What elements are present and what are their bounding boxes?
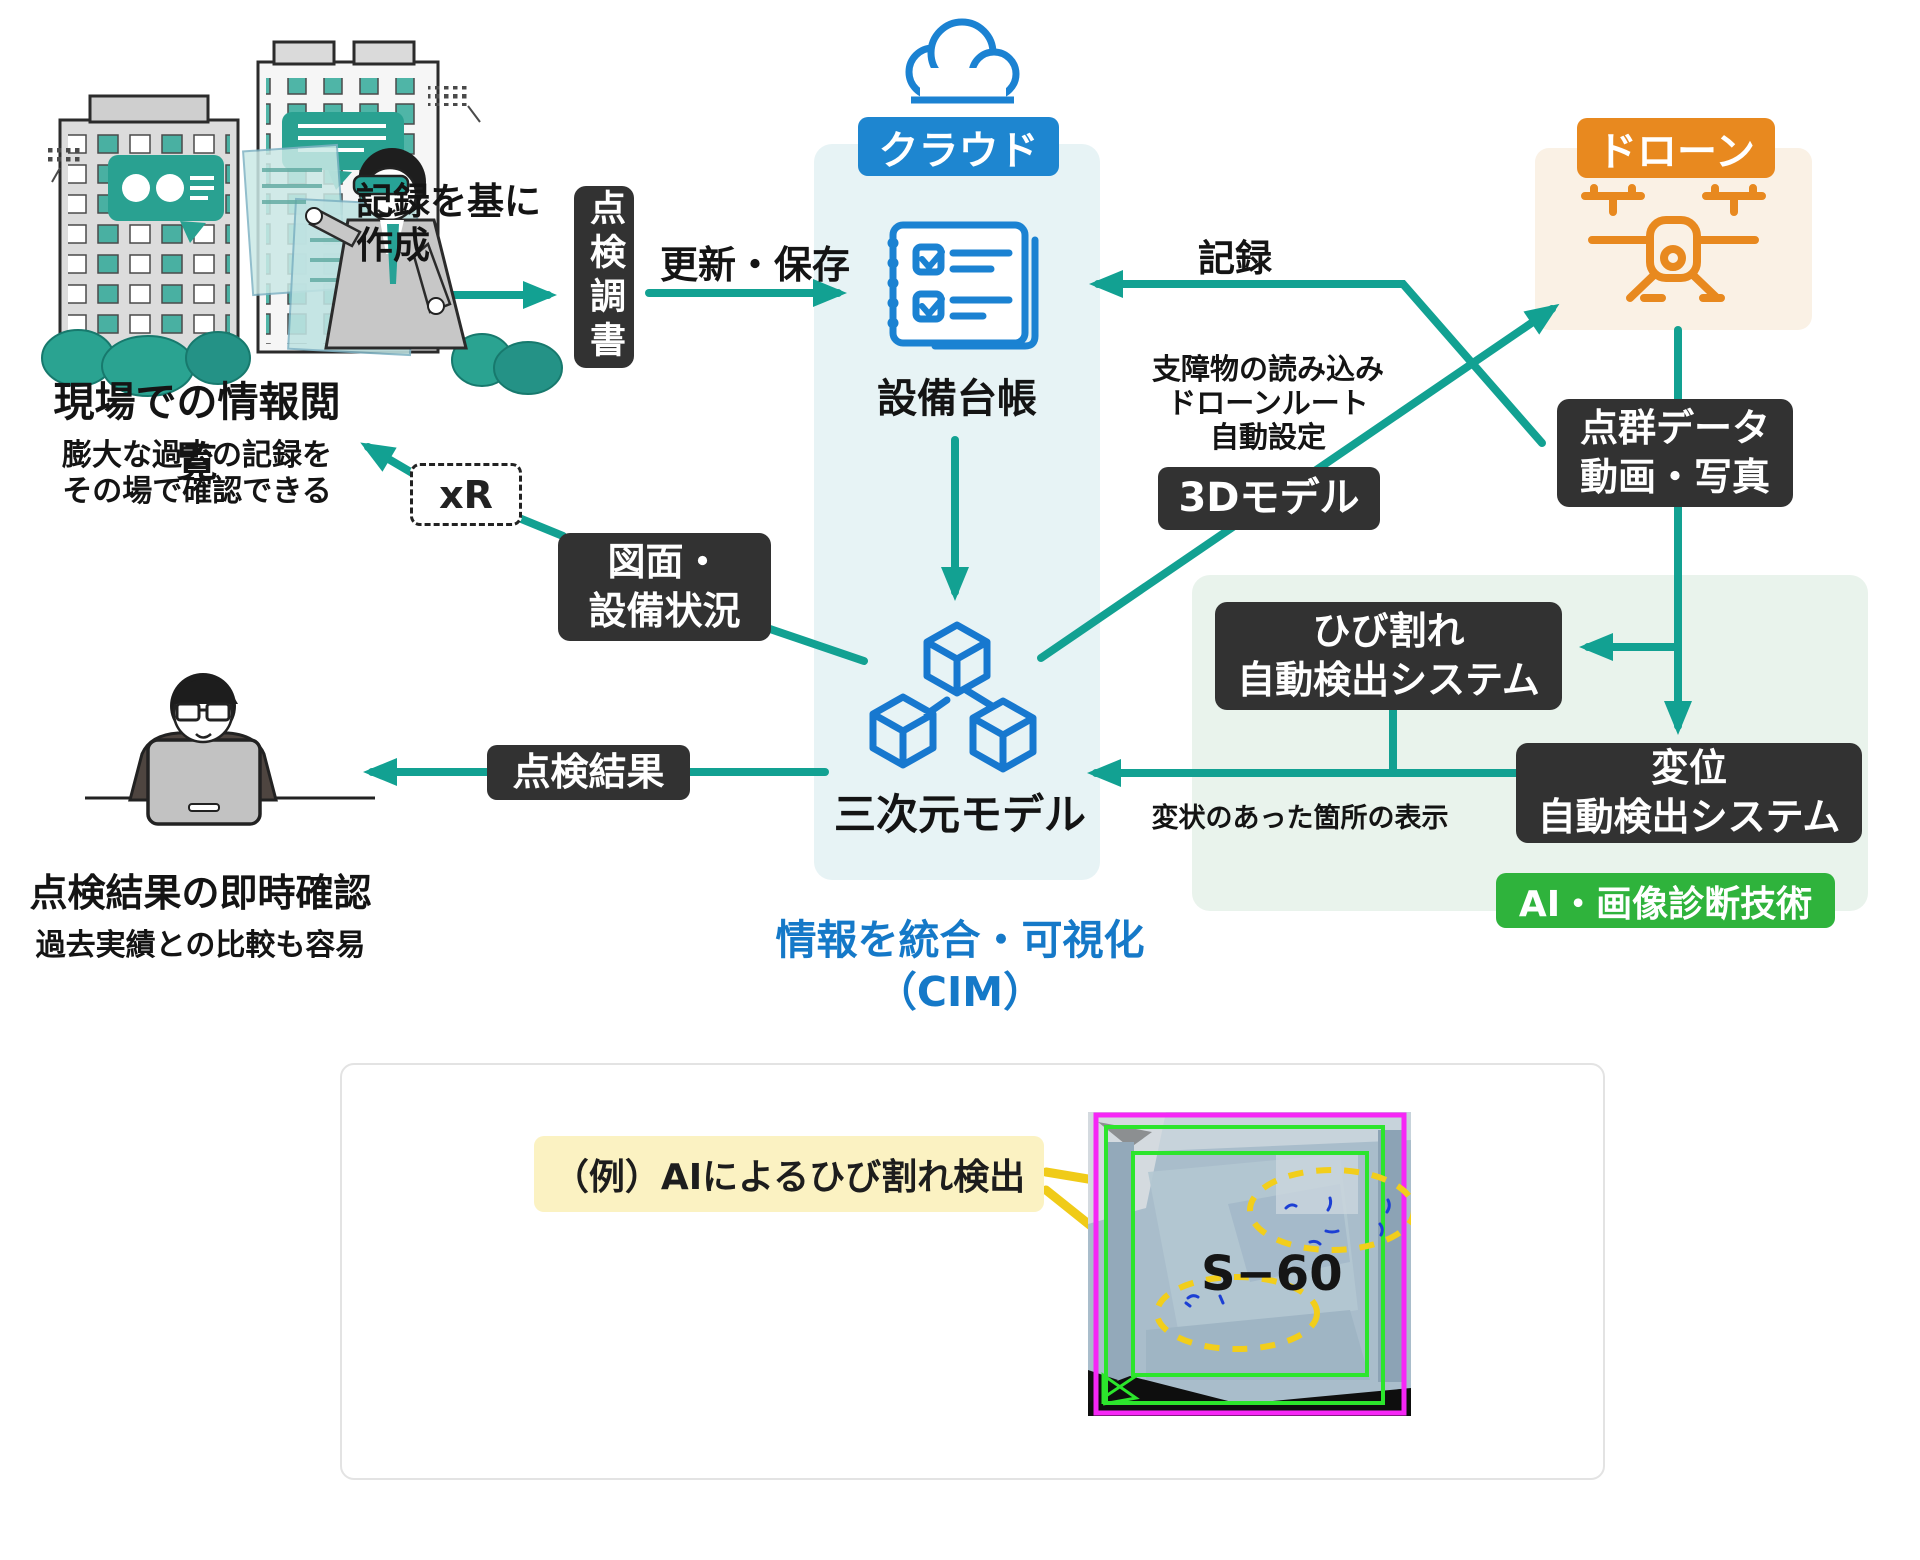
line-drawing-to-model xyxy=(766,625,868,665)
glasses-icon xyxy=(175,702,201,722)
crack-marks xyxy=(1184,1196,1391,1308)
drawing-status-box: 図面・ 設備状況 xyxy=(558,533,771,641)
cim-label: （CIM） xyxy=(875,968,1045,1016)
photo-green-frame-outer xyxy=(1104,1125,1385,1405)
route-line3: 自動設定 xyxy=(1209,420,1326,455)
crack-detection-photo: S−60 xyxy=(1088,1112,1411,1416)
inspection-report-box: 点検調書 xyxy=(574,186,634,368)
example-caption-label: （例）AIによるひび割れ検出 xyxy=(534,1136,1044,1212)
update-save-label: 更新・保存 xyxy=(660,243,851,287)
drawing-line2: 設備状況 xyxy=(588,589,741,633)
drawing-line1: 図面・ xyxy=(607,540,722,585)
cloud-badge: クラウド xyxy=(858,117,1059,176)
route-line1: 支障物の読み込み xyxy=(1151,352,1384,386)
photo-green-frame-inner xyxy=(1131,1151,1369,1377)
record-label: 記録 xyxy=(1198,237,1272,280)
photo-shadow-region xyxy=(1088,1376,1411,1416)
arrow-record-to-ledger xyxy=(1089,270,1546,447)
site-sub1: 膨大な過去の記録を xyxy=(62,438,332,473)
crack-detection-box: ひび割れ 自動検出システム xyxy=(1215,602,1562,710)
cubes-3d-icon xyxy=(869,621,1037,773)
anomaly-display-label: 変状のあった箇所の表示 xyxy=(1151,803,1449,834)
drone-badge: ドローン xyxy=(1577,118,1775,178)
result-heading: 点検結果の即時確認 xyxy=(29,871,372,915)
photo-code-label: S−60 xyxy=(1201,1246,1343,1302)
detection-ellipse-upper xyxy=(1247,1167,1411,1253)
ledger-label: 設備台帳 xyxy=(877,376,1037,422)
laptop-user-illustration xyxy=(85,673,375,826)
dot-matrix-icon xyxy=(46,146,84,166)
site-illustration xyxy=(41,40,563,397)
displacement-detection-box: 変位 自動検出システム xyxy=(1516,743,1862,843)
ai-tech-badge: AI・画像診断技術 xyxy=(1496,873,1835,928)
create-from-records-label: 記録を基に 作成 xyxy=(356,180,541,269)
dot-matrix-icon xyxy=(428,86,470,106)
drone-icon xyxy=(1581,184,1766,302)
site-heading: 現場での情報閲覧 xyxy=(53,378,341,486)
detection-ellipse-lower xyxy=(1154,1274,1320,1352)
line-xr-to-drawing xyxy=(515,514,567,540)
model3d-badge: 3Dモデル xyxy=(1158,467,1380,530)
route-line2: ドローンルート xyxy=(1167,386,1369,421)
create-line1: 記録を基に xyxy=(356,180,541,223)
site-sub2: その場で確認できる xyxy=(62,474,332,509)
displacement-line2: 自動検出システム xyxy=(1537,795,1841,839)
crack-line1: ひび割れ xyxy=(1312,609,1465,654)
arrow-xr-to-site xyxy=(360,442,418,478)
ar-person xyxy=(305,148,468,350)
crack-line2: 自動検出システム xyxy=(1237,658,1540,702)
create-line2: 作成 xyxy=(356,224,430,268)
pointcloud-box: 点群データ 動画・写真 xyxy=(1557,399,1793,507)
cloud-icon xyxy=(905,18,1020,104)
result-sub: 過去実績との比較も容易 xyxy=(35,928,366,963)
speech-bubble-eyes xyxy=(108,155,224,243)
photo-green-flag xyxy=(1101,1372,1140,1406)
drone-route-note: 支障物の読み込み ドローンルート 自動設定 xyxy=(1136,352,1400,455)
integrate-visualize-label: 情報を統合・可視化 xyxy=(775,916,1145,964)
displacement-line1: 変位 xyxy=(1650,746,1727,791)
pointcloud-line2: 動画・写真 xyxy=(1579,455,1770,499)
ar-visor-icon xyxy=(352,174,410,196)
xr-box: xR xyxy=(410,463,522,526)
photo-magenta-frame xyxy=(1093,1112,1407,1416)
result-badge: 点検結果 xyxy=(487,745,690,800)
pointcloud-line1: 点群データ xyxy=(1579,406,1770,451)
model-label: 三次元モデル xyxy=(833,790,1086,839)
ledger-notebook-icon xyxy=(887,221,1039,350)
